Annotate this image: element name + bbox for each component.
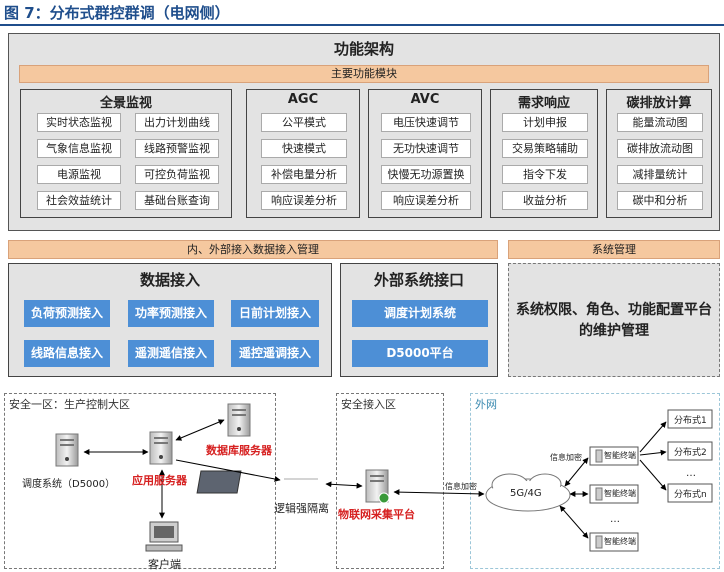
data-management-bar: 内、外部接入数据接入管理	[8, 240, 498, 259]
group-demand-response: 需求响应 计划申报 交易策略辅助 指令下发 收益分析	[490, 89, 598, 218]
app-server-icon	[149, 431, 173, 465]
main-module-bar: 主要功能模块	[19, 65, 709, 83]
group-agc: AGC 公平模式 快速模式 补偿电量分析 响应误差分析	[246, 89, 360, 218]
zone-secure-access-label: 安全接入区	[341, 398, 396, 411]
function-item: 电压快速调节	[381, 113, 471, 132]
isolation-label: 逻辑强隔离	[274, 502, 329, 515]
function-item: 响应误差分析	[381, 191, 471, 210]
distributed-label: 分布式1	[674, 416, 707, 426]
function-item: 减排量统计	[617, 165, 703, 184]
external-interface-panel: 外部系统接口 调度计划系统 D5000平台	[340, 263, 498, 377]
access-item: 功率预测接入	[128, 300, 214, 327]
function-item: 能量流动图	[617, 113, 703, 132]
zone-external	[470, 393, 720, 569]
dispatch-system-label: 调度系统（D5000）	[22, 479, 116, 490]
ellipsis-label: …	[610, 514, 620, 525]
function-item: 交易策略辅助	[502, 139, 588, 158]
architecture-panel: 功能架构 主要功能模块 全景监视 实时状态监视 出力计划曲线 气象信息监视 线路…	[8, 33, 720, 231]
group-title: 碳排放计算	[626, 96, 692, 111]
function-item: 公平模式	[261, 113, 347, 132]
figure-title: 图 7：分布式群控群调（电网侧）	[4, 4, 230, 22]
terminal-label: 智能终端	[604, 451, 636, 460]
client-label: 客户端	[148, 558, 181, 571]
client-computer-icon	[145, 521, 183, 552]
access-item: 日前计划接入	[231, 300, 319, 327]
db-server-icon	[227, 403, 251, 437]
function-item: 收益分析	[502, 191, 588, 210]
group-title: AVC	[410, 92, 440, 107]
function-item: 响应误差分析	[261, 191, 347, 210]
function-item: 线路预警监视	[135, 139, 219, 158]
app-server-label: 应用服务器	[132, 474, 187, 487]
external-item: 调度计划系统	[352, 300, 488, 327]
data-access-title: 数据接入	[139, 271, 200, 289]
function-item: 实时状态监视	[37, 113, 121, 132]
function-item: 补偿电量分析	[261, 165, 347, 184]
terminal-label: 智能终端	[604, 537, 636, 546]
access-item: 遥控遥调接入	[231, 340, 319, 367]
function-item: 快慢无功源置换	[381, 165, 471, 184]
network-type-label: 5G/4G	[510, 488, 542, 499]
group-panorama: 全景监视 实时状态监视 出力计划曲线 气象信息监视 线路预警监视 电源监视 可控…	[20, 89, 232, 218]
ellipsis-label: …	[686, 468, 696, 479]
group-title: AGC	[287, 92, 319, 107]
zone-production-label: 安全一区：生产控制大区	[9, 398, 130, 411]
access-item: 线路信息接入	[24, 340, 110, 367]
group-title: 需求响应	[517, 96, 570, 111]
function-item: 指令下发	[502, 165, 588, 184]
architecture-title: 功能架构	[333, 40, 394, 58]
dispatch-server-icon	[55, 433, 79, 467]
cloud-icon	[485, 473, 571, 512]
iot-platform-server-icon	[365, 469, 390, 504]
function-item: 无功快速调节	[381, 139, 471, 158]
group-avc: AVC 电压快速调节 无功快速调节 快慢无功源置换 响应误差分析	[368, 89, 482, 218]
system-management-panel: 系统权限、角色、功能配置平台的维护管理	[508, 263, 720, 377]
db-server-label: 数据库服务器	[206, 444, 272, 457]
function-item: 碳排放流动图	[617, 139, 703, 158]
data-access-panel: 数据接入 负荷预测接入 功率预测接入 日前计划接入 线路信息接入 遥测遥信接入 …	[8, 263, 332, 377]
system-management-text: 系统权限、角色、功能配置平台的维护管理	[516, 302, 712, 339]
function-item: 气象信息监视	[37, 139, 121, 158]
function-item: 社会效益统计	[37, 191, 121, 210]
distributed-boxes	[667, 409, 713, 503]
encrypt-label-1: 信息加密	[445, 482, 477, 491]
function-item: 可控负荷监视	[135, 165, 219, 184]
encrypt-label-2: 信息加密	[550, 453, 582, 462]
isolation-device-icon	[196, 470, 318, 494]
group-carbon: 碳排放计算 能量流动图 碳排放流动图 减排量统计 碳中和分析	[606, 89, 712, 218]
iot-platform-label: 物联网采集平台	[338, 508, 415, 521]
function-item: 电源监视	[37, 165, 121, 184]
group-title: 全景监视	[99, 96, 152, 111]
distributed-label: 分布式n	[674, 490, 707, 500]
zone-external-label: 外网	[475, 398, 497, 411]
distributed-label: 分布式2	[674, 448, 707, 458]
zone-secure-access	[336, 393, 444, 569]
function-item: 出力计划曲线	[135, 113, 219, 132]
function-item: 计划申报	[502, 113, 588, 132]
terminal-icons	[589, 446, 639, 552]
system-management-bar: 系统管理	[508, 240, 720, 259]
function-item: 碳中和分析	[617, 191, 703, 210]
function-item: 快速模式	[261, 139, 347, 158]
access-item: 遥测遥信接入	[128, 340, 214, 367]
function-item: 基础台账查询	[135, 191, 219, 210]
external-interface-title: 外部系统接口	[373, 271, 464, 289]
terminal-label: 智能终端	[604, 489, 636, 498]
access-item: 负荷预测接入	[24, 300, 110, 327]
external-item: D5000平台	[352, 340, 488, 367]
title-rule	[0, 24, 724, 26]
